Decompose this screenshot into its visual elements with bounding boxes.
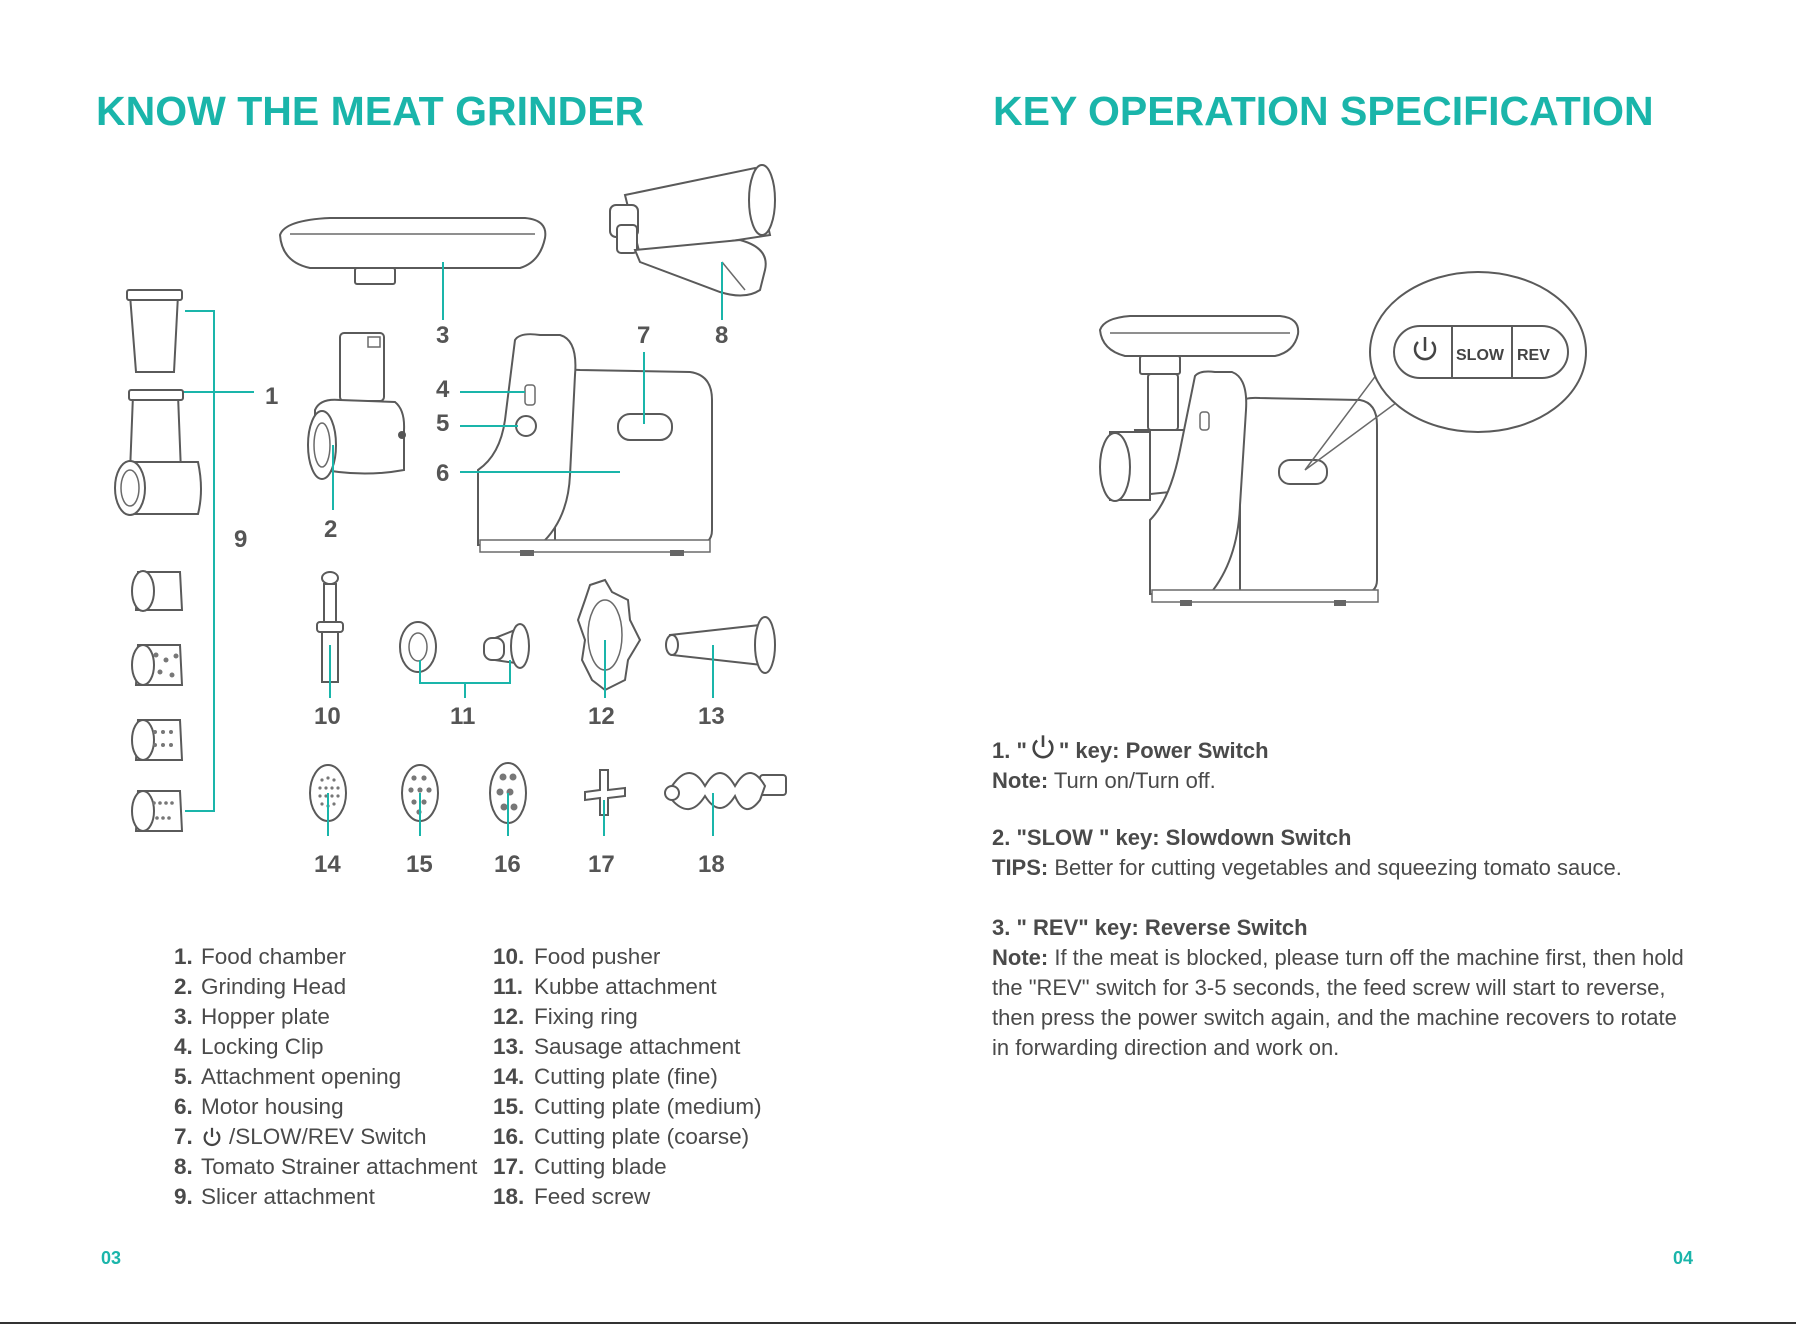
callout-3: 3 — [436, 322, 449, 349]
key-spec-slow: 2. "SLOW " key: Slowdown Switch TIPS: Be… — [992, 825, 1622, 880]
grinding-head-drawing — [307, 332, 406, 480]
list-item: 11.Kubbe attachment — [493, 974, 717, 999]
power-icon — [203, 1127, 221, 1147]
callout-18: 18 — [698, 851, 725, 878]
list-item: 3.Hopper plate — [174, 1004, 330, 1029]
callout-8: 8 — [715, 322, 728, 349]
machine-with-panel-drawing — [1098, 315, 1379, 606]
callout-14: 14 — [314, 851, 341, 878]
leader-9 — [185, 310, 215, 812]
list-item: 6.Motor housing — [174, 1094, 344, 1119]
slicer-drum-2 — [131, 644, 184, 686]
kubbe-attachment-drawing — [399, 621, 530, 673]
power-icon — [1032, 735, 1054, 759]
leader-11 — [419, 660, 511, 684]
slicer-drum-3 — [131, 719, 184, 761]
callout-16: 16 — [494, 851, 521, 878]
callout-9: 9 — [234, 526, 247, 553]
list-item: 17.Cutting blade — [493, 1154, 667, 1179]
food-pusher-drawing — [316, 571, 344, 683]
callout-17: 17 — [588, 851, 615, 878]
callout-1: 1 — [265, 383, 278, 410]
list-item: 1.Food chamber — [174, 944, 347, 969]
callout-11: 11 — [450, 703, 475, 730]
slicer-drum-1 — [131, 570, 184, 612]
list-item: 14.Cutting plate (fine) — [493, 1064, 718, 1089]
parts-list-column-1: 1.Food chamber 2.Grinding Head 3.Hopper … — [174, 942, 477, 1212]
page-number-left: 03 — [101, 1248, 122, 1268]
page-bottom-border — [0, 1322, 1796, 1324]
list-item: 2.Grinding Head — [174, 974, 347, 999]
list-item: 5.Attachment opening — [174, 1064, 402, 1089]
list-item: 9.Slicer attachment — [174, 1184, 375, 1209]
hopper-plate-drawing — [278, 217, 547, 285]
callout-15: 15 — [406, 851, 433, 878]
callout-10: 10 — [314, 703, 341, 730]
key-spec-power: 1. "" key: Power Switch Note: Turn on/Tu… — [992, 733, 1712, 796]
list-item: 8.Tomato Strainer attachment — [174, 1154, 478, 1179]
callout-5: 5 — [436, 410, 449, 437]
right-page-title: KEY OPERATION SPECIFICATION — [993, 88, 1654, 134]
sausage-attachment-drawing — [665, 616, 776, 674]
tomato-strainer-drawing — [609, 164, 776, 297]
cutting-blade-drawing — [584, 769, 626, 816]
left-page-title: KNOW THE MEAT GRINDER — [96, 88, 645, 134]
parts-list-column-2: 10.Food pusher 11.Kubbe attachment 12.Fi… — [493, 942, 762, 1212]
key-panel — [1393, 325, 1569, 379]
list-item: 4.Locking Clip — [174, 1034, 324, 1059]
key-spec-rev: 3. " REV" key: Reverse Switch Note: If t… — [992, 915, 1684, 1060]
motor-housing-drawing — [477, 333, 713, 556]
callout-7: 7 — [637, 322, 650, 349]
list-item: 10.Food pusher — [493, 944, 661, 969]
list-item: 13.Sausage attachment — [493, 1034, 741, 1059]
list-item: 15.Cutting plate (medium) — [493, 1094, 762, 1119]
page-number-right: 04 — [1673, 1248, 1694, 1268]
callout-2: 2 — [324, 516, 337, 543]
panel-power-icon — [1413, 337, 1437, 361]
callout-4: 4 — [436, 376, 450, 403]
callout-12: 12 — [588, 703, 615, 730]
list-item: 12.Fixing ring — [493, 1004, 638, 1029]
fixing-ring-drawing — [576, 578, 642, 692]
feed-screw-drawing — [664, 772, 787, 810]
callout-13: 13 — [698, 703, 725, 730]
list-item: 18.Feed screw — [493, 1184, 651, 1209]
list-item: 16.Cutting plate (coarse) — [493, 1124, 750, 1149]
food-chamber-drawing — [126, 289, 183, 373]
panel-slow-label: SLOW — [1456, 347, 1505, 364]
slicer-drum-4 — [131, 790, 184, 832]
callout-6: 6 — [436, 460, 449, 487]
panel-rev-label: REV — [1517, 347, 1550, 364]
slicer-attachment-drawing — [114, 389, 202, 516]
list-item: 7./SLOW/REV Switch — [174, 1124, 427, 1149]
